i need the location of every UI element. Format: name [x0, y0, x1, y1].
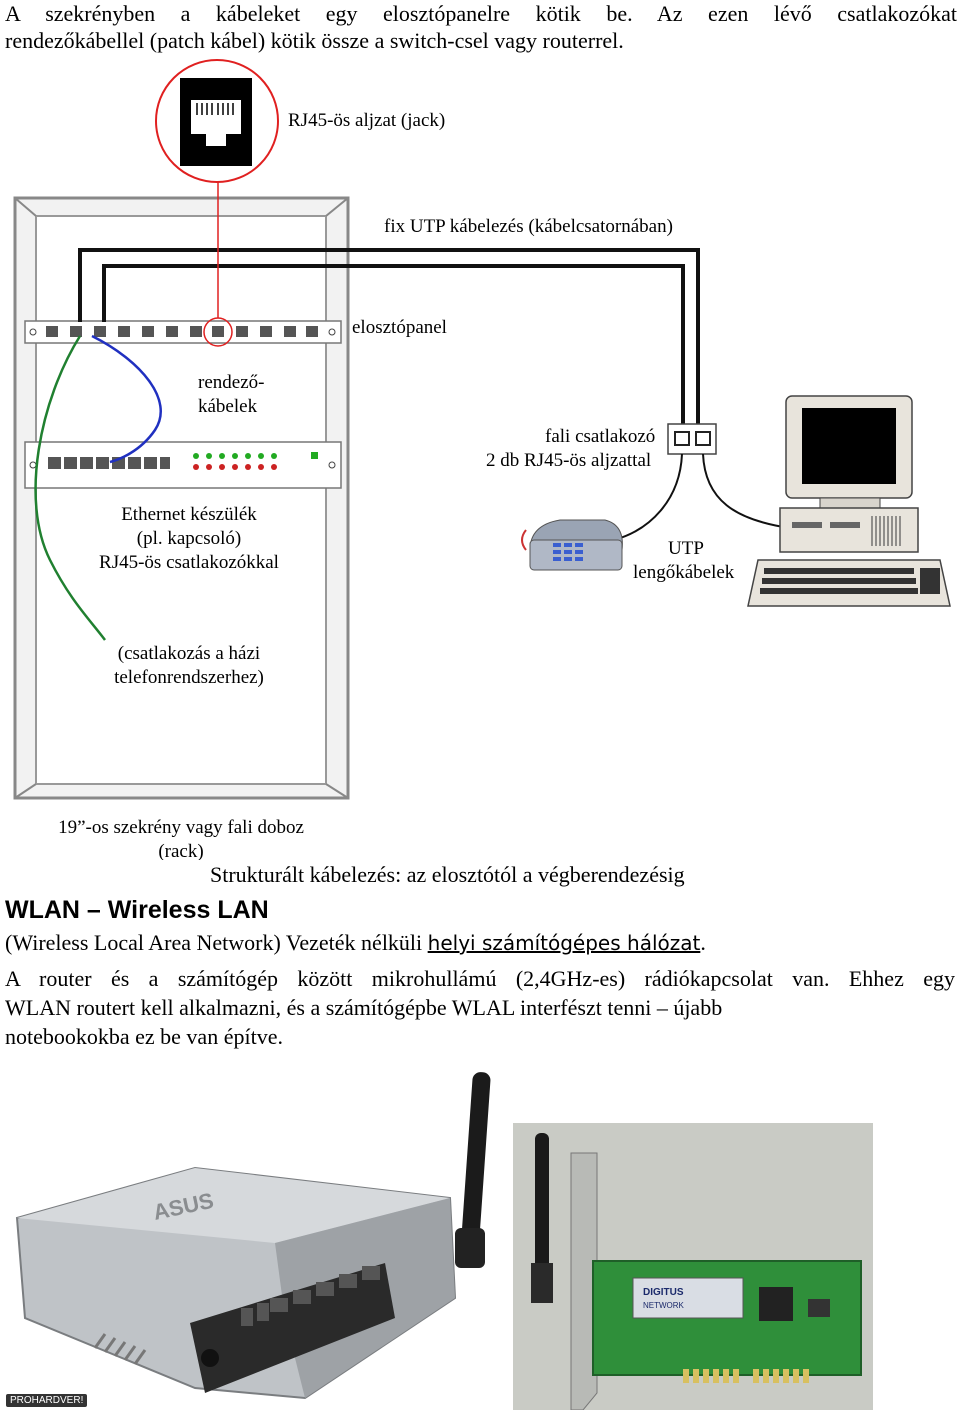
patch-panel — [24, 317, 342, 347]
wlan-body-line-3: notebookokba ez be van építve. — [5, 1024, 283, 1049]
rack-cabinet — [13, 196, 350, 800]
ethernet-switch — [24, 441, 342, 489]
prohardver-watermark: PROHARDVER! — [6, 1394, 88, 1407]
label-rj45-jack: RJ45-ös aljzat (jack) — [288, 110, 445, 131]
wall-socket-icon — [667, 423, 717, 455]
router-antenna — [455, 1072, 491, 1268]
fixed-utp-cables — [78, 248, 700, 432]
wlan-body: A router és a számítógép között mikrohul… — [5, 964, 955, 1051]
wlan-router-photo: ASUS — [15, 1072, 491, 1400]
local-network-link[interactable]: helyi számítógépes hálózat — [427, 931, 701, 955]
wlan-body-line-2: WLAN routert kell alkalmazni, és a számí… — [5, 995, 723, 1020]
label-phone-system-1: (csatlakozás a házi — [118, 643, 260, 664]
rj45-jack-icon — [155, 59, 279, 183]
label-rack-2: (rack) — [158, 841, 203, 860]
card-chip — [759, 1287, 793, 1321]
label-fix-utp: fix UTP kábelezés (kábelcsatornában) — [384, 216, 673, 237]
card-brand: DIGITUS — [643, 1287, 684, 1298]
label-utp-1: UTP — [668, 538, 704, 559]
telephone-icon — [521, 519, 623, 571]
intro-line-2: rendezőkábellel (patch kábel) kötik össz… — [5, 28, 624, 53]
structured-cabling-diagram: RJ45-ös aljzat (jack) fix UTP kábelezés … — [13, 59, 951, 860]
label-wall-socket-1: fali csatlakozó — [545, 426, 655, 447]
label-device-3: RJ45-ös csatlakozókkal — [99, 552, 279, 573]
label-device-2: (pl. kapcsoló) — [137, 528, 241, 549]
label-rack-1: 19”-os szekrény vagy fali doboz — [58, 817, 304, 838]
intro-line-1: A szekrényben a kábeleket egy elosztópan… — [5, 1, 957, 26]
wlan-definition: (Wireless Local Area Network) Vezeték né… — [5, 930, 706, 956]
label-patch-cables-2: kábelek — [198, 396, 258, 417]
label-device-1: Ethernet készülék — [121, 504, 257, 525]
wlan-heading: WLAN – Wireless LAN — [5, 896, 269, 924]
wlan-body-line-1: A router és a számítógép között mikrohul… — [5, 966, 955, 991]
label-phone-system-2: telefonrendszerhez) — [114, 667, 264, 688]
wlan-definition-end: . — [700, 930, 706, 955]
figure-caption: Strukturált kábelezés: az elosztótól a v… — [210, 862, 685, 887]
desktop-computer-icon — [747, 395, 951, 607]
card-antenna — [535, 1133, 549, 1273]
label-patch-cables-1: rendező- — [198, 372, 264, 393]
card-brand-network: NETWORK — [643, 1301, 685, 1310]
label-utp-2: lengőkábelek — [633, 562, 735, 583]
patch-cables — [34, 334, 162, 641]
wlan-definition-text: (Wireless Local Area Network) Vezeték né… — [5, 930, 428, 955]
label-wall-socket-2: 2 db RJ45-ös aljzattal — [486, 450, 651, 471]
label-patch-panel: elosztópanel — [352, 317, 447, 338]
utp-drop-cables — [613, 453, 791, 541]
wlan-pci-card-photo: DIGITUS NETWORK — [513, 1123, 873, 1410]
